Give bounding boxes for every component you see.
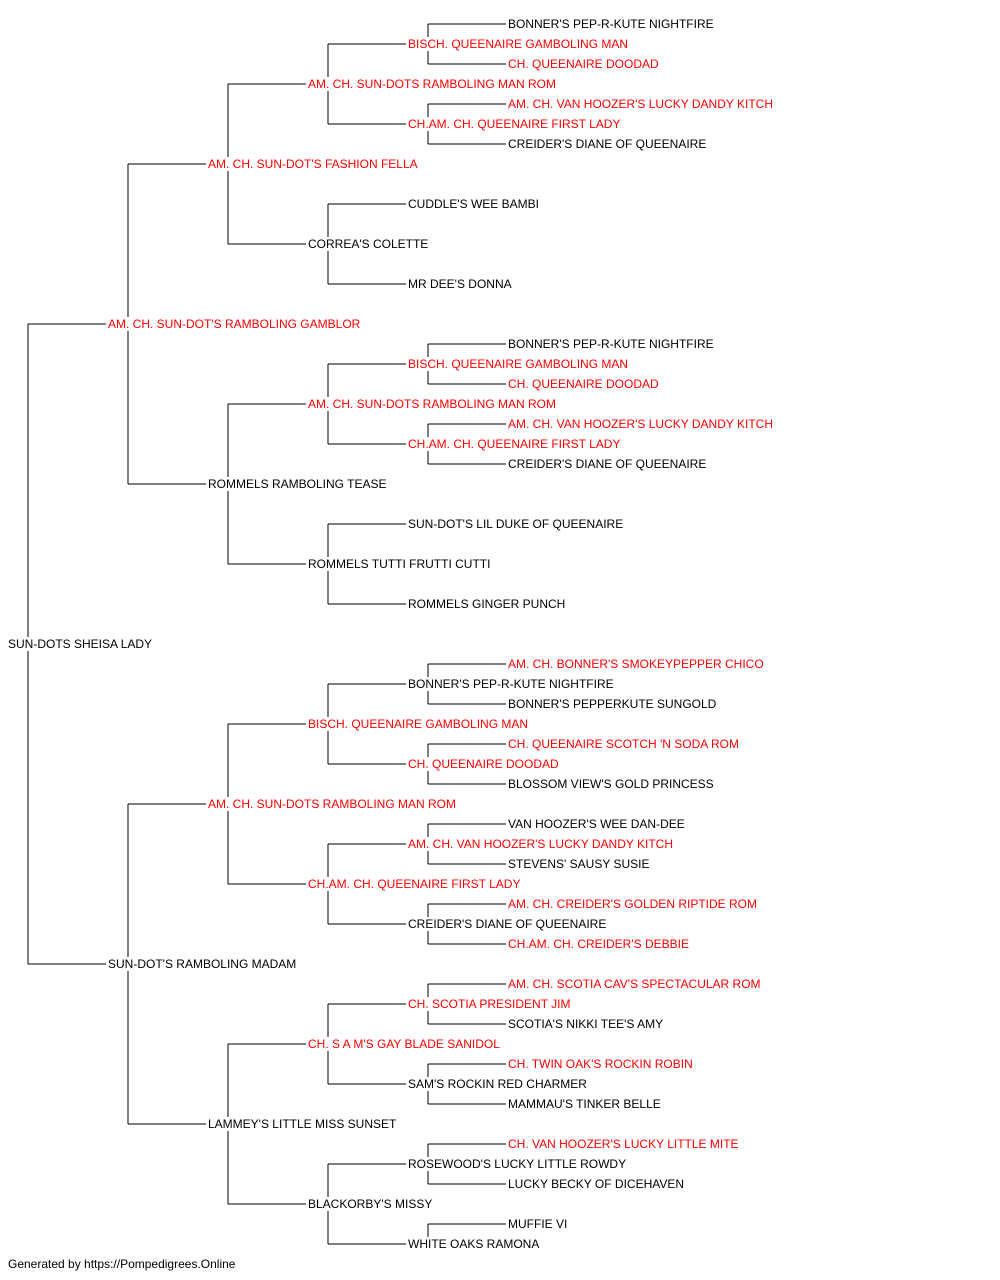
dog-name-sire[interactable]: AM. CH. SUN-DOT'S RAMBOLING GAMBLOR [108,317,363,331]
dog-name-sire.dam.dam.dam[interactable]: ROMMELS GINGER PUNCH [408,597,568,611]
dog-name-dam.sire.sire.dam[interactable]: CH. QUEENAIRE DOODAD [408,757,561,771]
dog-name-sire.dam.sire.dam.dam[interactable]: CREIDER'S DIANE OF QUEENAIRE [508,457,709,471]
dog-name-sire.dam.sire.sire[interactable]: BISCH. QUEENAIRE GAMBOLING MAN [408,357,631,371]
dog-name-dam.sire[interactable]: AM. CH. SUN-DOTS RAMBOLING MAN ROM [208,797,459,811]
dog-name-sire.sire[interactable]: AM. CH. SUN-DOT'S FASHION FELLA [208,157,420,171]
dog-name-dam.sire.dam.dam.dam[interactable]: CH.AM. CH. CREIDER'S DEBBIE [508,937,691,951]
dog-name-dam.sire.dam.sire[interactable]: AM. CH. VAN HOOZER'S LUCKY DANDY KITCH [408,837,676,851]
dog-name-sire.dam.sire.dam[interactable]: CH.AM. CH. QUEENAIRE FIRST LADY [408,437,623,451]
dog-name-sire.sire.sire.dam.sire[interactable]: AM. CH. VAN HOOZER'S LUCKY DANDY KITCH [508,97,776,111]
dog-name-sire.sire.sire.dam.dam[interactable]: CREIDER'S DIANE OF QUEENAIRE [508,137,709,151]
dog-name-dam.sire.dam.sire.sire[interactable]: VAN HOOZER'S WEE DAN-DEE [508,817,687,831]
dog-name-sire.sire.dam.sire[interactable]: CUDDLE'S WEE BAMBI [408,197,541,211]
dog-name-sire.dam.sire[interactable]: AM. CH. SUN-DOTS RAMBOLING MAN ROM [308,397,559,411]
dog-name-dam.sire.sire.sire.dam[interactable]: BONNER'S PEPPERKUTE SUNGOLD [508,697,719,711]
dog-name-sire.sire.dam.dam[interactable]: MR DEE'S DONNA [408,277,514,291]
dog-name-dam.dam[interactable]: LAMMEY'S LITTLE MISS SUNSET [208,1117,399,1131]
dog-name-dam.sire.dam.sire.dam[interactable]: STEVENS' SAUSY SUSIE [508,857,652,871]
dog-name-sire.dam.sire.sire.dam[interactable]: CH. QUEENAIRE DOODAD [508,377,661,391]
dog-name-dam.sire.dam[interactable]: CH.AM. CH. QUEENAIRE FIRST LADY [308,877,523,891]
dog-name-dam.dam.dam.sire.sire[interactable]: CH. VAN HOOZER'S LUCKY LITTLE MITE [508,1137,741,1151]
dog-name-dam.sire.sire.sire[interactable]: BONNER'S PEP-R-KUTE NIGHTFIRE [408,677,616,691]
dog-name-dam.dam.sire.dam.dam[interactable]: MAMMAU'S TINKER BELLE [508,1097,663,1111]
dog-name-sire.sire.dam[interactable]: CORREA'S COLETTE [308,237,431,251]
dog-name-dam.dam.dam.dam.sire[interactable]: MUFFIE VI [508,1217,570,1231]
dog-name-sire.dam[interactable]: ROMMELS RAMBOLING TEASE [208,477,389,491]
dog-name-dam.dam.sire.sire[interactable]: CH. SCOTIA PRESIDENT JIM [408,997,573,1011]
dog-name-sire.dam.sire.sire.sire[interactable]: BONNER'S PEP-R-KUTE NIGHTFIRE [508,337,716,351]
dog-name-dam.sire.sire.dam.dam[interactable]: BLOSSOM VIEW'S GOLD PRINCESS [508,777,716,791]
dog-name-dam.dam.dam.dam[interactable]: WHITE OAKS RAMONA [408,1237,542,1251]
dog-name-sire.sire.sire.sire.dam[interactable]: CH. QUEENAIRE DOODAD [508,57,661,71]
dog-name-sire.dam.dam.sire[interactable]: SUN-DOT'S LIL DUKE OF QUEENAIRE [408,517,626,531]
dog-name-sire.dam.dam[interactable]: ROMMELS TUTTI FRUTTI CUTTI [308,557,493,571]
dog-name-dam.sire.dam.dam[interactable]: CREIDER'S DIANE OF QUEENAIRE [408,917,609,931]
dog-name-dam.dam.dam.sire[interactable]: ROSEWOOD'S LUCKY LITTLE ROWDY [408,1157,629,1171]
dog-name-sire.sire.sire[interactable]: AM. CH. SUN-DOTS RAMBOLING MAN ROM [308,77,559,91]
dog-name-dam.dam.sire.sire.dam[interactable]: SCOTIA'S NIKKI TEE'S AMY [508,1017,666,1031]
dog-name-sire.sire.sire.dam[interactable]: CH.AM. CH. QUEENAIRE FIRST LADY [408,117,623,131]
dog-name-dam.dam.dam[interactable]: BLACKORBY'S MISSY [308,1197,435,1211]
dog-name-dam.dam.sire.dam[interactable]: SAM'S ROCKIN RED CHARMER [408,1077,589,1091]
dog-name-sire.dam.sire.dam.sire[interactable]: AM. CH. VAN HOOZER'S LUCKY DANDY KITCH [508,417,776,431]
dog-name-sire.sire.sire.sire.sire[interactable]: BONNER'S PEP-R-KUTE NIGHTFIRE [508,17,716,31]
dog-name-sire.sire.sire.sire[interactable]: BISCH. QUEENAIRE GAMBOLING MAN [408,37,631,51]
dog-name-dam.dam.sire.sire.sire[interactable]: AM. CH. SCOTIA CAV'S SPECTACULAR ROM [508,977,763,991]
dog-name-dam.sire.sire[interactable]: BISCH. QUEENAIRE GAMBOLING MAN [308,717,531,731]
dog-name-dam[interactable]: SUN-DOT'S RAMBOLING MADAM [108,957,299,971]
dog-name-dam.dam.dam.sire.dam[interactable]: LUCKY BECKY OF DICEHAVEN [508,1177,687,1191]
dog-name-dam.dam.sire.dam.sire[interactable]: CH. TWIN OAK'S ROCKIN ROBIN [508,1057,695,1071]
dog-name-dam.sire.sire.dam.sire[interactable]: CH. QUEENAIRE SCOTCH 'N SODA ROM [508,737,741,751]
dog-name-subject[interactable]: SUN-DOTS SHEISA LADY [8,637,155,651]
dog-name-dam.sire.sire.sire.sire[interactable]: AM. CH. BONNER'S SMOKEYPEPPER CHICO [508,657,766,671]
dog-name-dam.dam.sire[interactable]: CH. S A M'S GAY BLADE SANIDOL [308,1037,502,1051]
footer-credit: Generated by https://Pompedigrees.Online [8,1257,236,1271]
dog-name-dam.sire.dam.dam.sire[interactable]: AM. CH. CREIDER'S GOLDEN RIPTIDE ROM [508,897,759,911]
